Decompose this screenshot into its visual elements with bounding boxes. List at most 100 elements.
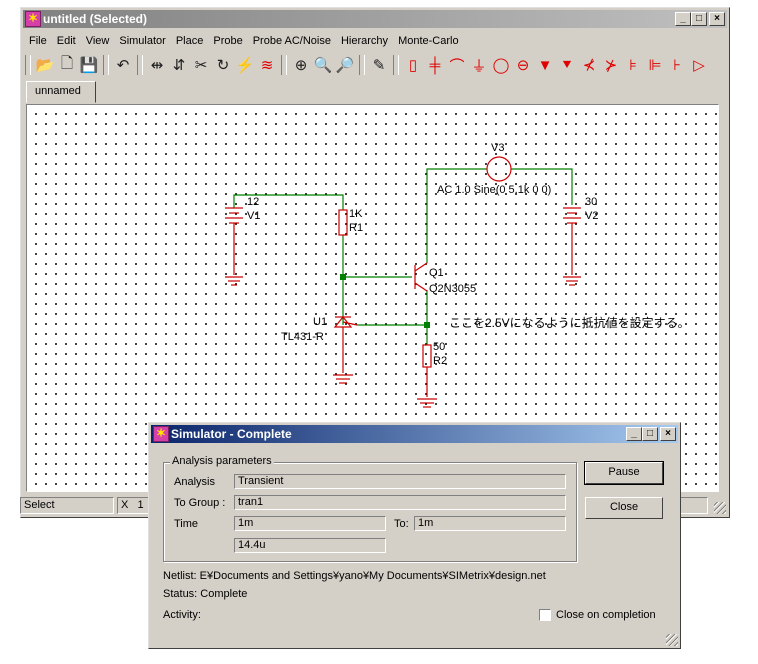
npn-icon[interactable]: ⊀ [582, 57, 596, 74]
resize-grip[interactable] [714, 502, 726, 514]
dialog-title: Simulator - Complete [171, 427, 292, 441]
flip-vertical-icon[interactable]: ⇵ [172, 57, 186, 74]
r1-value: 1K [349, 208, 363, 220]
capacitor-icon[interactable]: ╪ [429, 56, 441, 74]
menu-hierarchy[interactable]: Hierarchy [340, 35, 389, 47]
diode-icon[interactable]: ▼ [537, 56, 553, 74]
undo-icon[interactable]: ↶ [116, 57, 130, 74]
status-mode: Select [20, 497, 114, 514]
wires [233, 168, 573, 345]
open-folder-icon[interactable]: 📂 [35, 57, 55, 74]
main-title-bar[interactable]: untitled (Selected) _ □ × [23, 10, 727, 28]
new-file-icon[interactable]: 🗋 [60, 54, 74, 72]
status-x-value: 1 [137, 499, 144, 511]
save-icon[interactable]: 💾 [79, 57, 99, 74]
current-source-icon[interactable]: ⊖ [516, 57, 530, 74]
v3-value: AC 1.0 Sine(0 5.1k 0 0) [437, 184, 551, 196]
voltage-source-icon[interactable]: ◯ [492, 57, 510, 74]
toolbar-separator [281, 55, 287, 75]
schematic-svg: 12 V1 1K R1 V3 AC 1.0 Sine(0 5.1k 0 0) 3… [225, 142, 690, 408]
nmos-icon[interactable]: ⊧ [629, 57, 637, 74]
maximize-icon[interactable]: □ [691, 12, 707, 26]
zoom-full-icon[interactable]: ⊕ [294, 57, 308, 74]
progress-time-field: 14.4u [234, 538, 386, 553]
time-field: 1m [234, 516, 386, 531]
flip-horizontal-icon[interactable]: ⇹ [150, 57, 164, 74]
v1-value: 12 [247, 196, 259, 208]
ground-icon[interactable]: ⏚ [471, 57, 487, 75]
status-extra [680, 497, 708, 514]
minimize-icon[interactable]: _ [675, 12, 691, 26]
v3-ref: V3 [491, 142, 504, 154]
inductor-icon[interactable]: ⌒ [449, 57, 465, 75]
status-text: Status: Complete [163, 588, 248, 600]
time-label: Time [174, 518, 199, 530]
togroup-field: tran1 [234, 495, 566, 510]
toolbar-separator [103, 55, 109, 75]
status-x-label: X 1 [117, 497, 151, 514]
analysis-field: Transient [234, 474, 566, 489]
close-on-completion-label[interactable]: Close on completion [556, 609, 656, 621]
menu-monte-carlo[interactable]: Monte-Carlo [398, 35, 459, 47]
toolbar-separator [393, 55, 399, 75]
status-bar: Select X 1 [20, 497, 726, 515]
u1-ref: U1 [313, 316, 327, 328]
dialog-title-bar[interactable]: Simulator - Complete _ □ × [151, 425, 678, 443]
jfet-icon[interactable]: ⊦ [673, 57, 681, 74]
menu-place[interactable]: Place [175, 35, 204, 47]
status-x-text: X [121, 499, 129, 511]
toolbar-separator [359, 55, 365, 75]
dialog-maximize-icon[interactable]: □ [642, 427, 658, 441]
tab-unnamed[interactable]: unnamed [26, 81, 96, 103]
pmos-icon[interactable]: ⊫ [648, 57, 662, 74]
to-label: To: [394, 518, 409, 530]
toolbar: 📂 🗋 💾 ↶ ⇹ ⇵ ✂ ↻ ⚡ ≋ ⊕ 🔍 🔎 ✎ ▯ ╪ ⌒ ⏚ ◯ ⊖ … [22, 53, 710, 77]
menu-bar: File Edit View Simulator Place Probe Pro… [24, 32, 464, 50]
analysis-group-title: Analysis parameters [170, 455, 274, 467]
menu-probe-ac-noise[interactable]: Probe AC/Noise [252, 35, 331, 47]
netlist-text: Netlist: E¥Documents and Settings¥yano¥M… [163, 570, 546, 582]
r1-ref: R1 [349, 222, 363, 234]
togroup-label: To Group : [174, 497, 226, 509]
zoom-out-icon[interactable]: 🔍 [313, 57, 333, 74]
rotate-icon[interactable]: ↻ [216, 57, 230, 74]
delete-wire-icon[interactable]: ⚡ [235, 57, 255, 74]
pnp-icon[interactable]: ⊁ [604, 57, 618, 74]
menu-simulator[interactable]: Simulator [119, 35, 166, 47]
app-icon [25, 11, 41, 27]
activity-label: Activity: [163, 609, 201, 621]
q1-ref: Q1 [429, 267, 444, 279]
annotation-text: ここを2.5Vになるように抵抗値を設定する。 [449, 315, 690, 330]
menu-view[interactable]: View [85, 35, 110, 47]
u1-value: TL431-R [281, 331, 324, 343]
draw-wire-icon[interactable]: ✎ [372, 57, 386, 74]
q1-value: Q2N3055 [429, 283, 476, 295]
dialog-app-icon [153, 426, 169, 442]
parts [225, 156, 581, 408]
close-button[interactable]: Close [585, 497, 663, 519]
menu-probe[interactable]: Probe [213, 35, 243, 47]
resistor-icon[interactable]: ▯ [408, 57, 418, 74]
menu-edit[interactable]: Edit [56, 35, 76, 47]
analysis-label: Analysis [174, 476, 215, 488]
close-on-completion-checkbox[interactable] [539, 609, 551, 621]
menu-file[interactable]: File [29, 35, 47, 47]
pause-button[interactable]: Pause [584, 461, 664, 485]
window-title: untitled (Selected) [43, 12, 148, 26]
r2-value: 50 [433, 341, 445, 353]
r2-ref: R2 [433, 355, 447, 367]
v2-value: 30 [585, 196, 597, 208]
close-icon[interactable]: × [709, 12, 725, 26]
zoom-in-icon[interactable]: 🔎 [335, 57, 355, 74]
dialog-minimize-icon[interactable]: _ [626, 427, 642, 441]
zener-icon[interactable]: ⯆ [560, 56, 573, 74]
delete-bus-icon[interactable]: ≋ [260, 57, 274, 74]
v2-ref: V2 [585, 210, 598, 222]
cut-icon[interactable]: ✂ [194, 57, 208, 74]
opamp-icon[interactable]: ▷ [693, 57, 705, 74]
dialog-close-icon[interactable]: × [660, 427, 676, 441]
analysis-group [163, 462, 577, 562]
v1-ref: V1 [247, 210, 260, 222]
dialog-resize-grip[interactable] [666, 634, 678, 646]
junction-dots [340, 274, 430, 328]
